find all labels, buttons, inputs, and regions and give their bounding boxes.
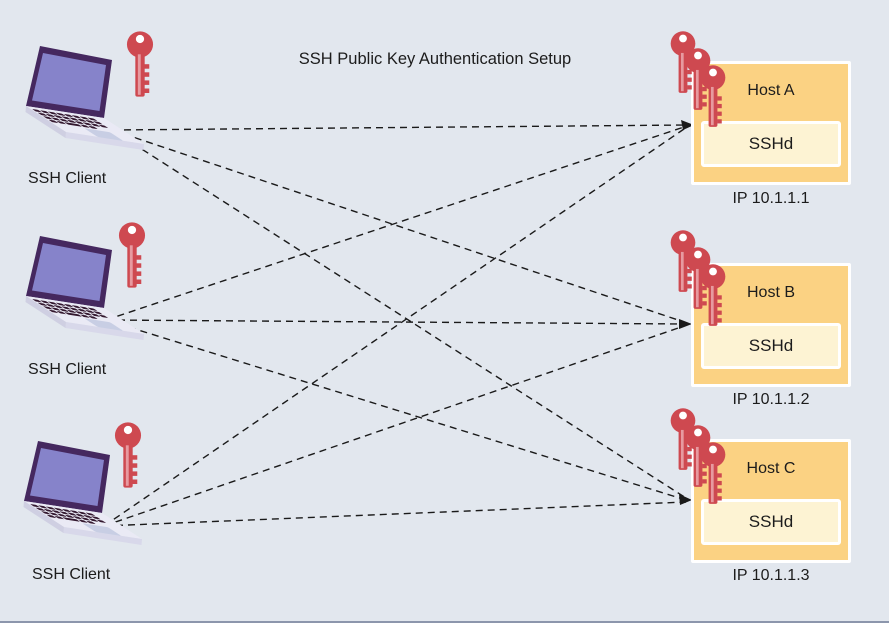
- connection-line-c1-hc: [111, 129, 687, 499]
- key-icon: [126, 31, 154, 97]
- connection-line-c2-ha: [105, 126, 685, 321]
- connection-line-c3-hc: [103, 501, 687, 527]
- arrowhead-icon: [679, 494, 692, 505]
- connection-line-c2-hb: [105, 319, 687, 325]
- host-a-ip: IP 10.1.1.1: [732, 190, 810, 207]
- connection-line-c1-hb: [111, 129, 685, 323]
- arrowhead-icon: [679, 319, 692, 329]
- key-icon-stack: [670, 31, 726, 127]
- host-c-sshd-box: SSHd: [701, 499, 841, 545]
- host-b-ip: IP 10.1.1.2: [732, 391, 810, 408]
- host-b-sshd-box: SSHd: [701, 323, 841, 369]
- key-icon-stack: [670, 230, 726, 326]
- host-a-sshd-box: SSHd: [701, 121, 841, 167]
- key-icon: [118, 222, 146, 288]
- ssh-client-1-label: SSH Client: [28, 170, 107, 187]
- host-b-name: Host B: [746, 284, 795, 301]
- host-c-name: Host C: [746, 460, 796, 477]
- bottom-edge: [0, 621, 889, 623]
- host-c-ip: IP 10.1.1.3: [732, 567, 810, 584]
- connection-line-c1-ha: [111, 124, 689, 131]
- arrowhead-icon: [681, 120, 694, 130]
- key-icon-stack: [670, 408, 726, 504]
- key-icon: [114, 422, 142, 488]
- host-a-name: Host A: [747, 82, 795, 99]
- connection-line-c2-hc: [105, 319, 687, 501]
- ssh-client-3-label: SSH Client: [32, 566, 111, 583]
- connection-line-c3-ha: [103, 128, 685, 527]
- connection-line-c3-hb: [103, 325, 685, 527]
- diagram-title: SSH Public Key Authentication Setup: [298, 50, 572, 68]
- ssh-client-2-label: SSH Client: [28, 361, 107, 378]
